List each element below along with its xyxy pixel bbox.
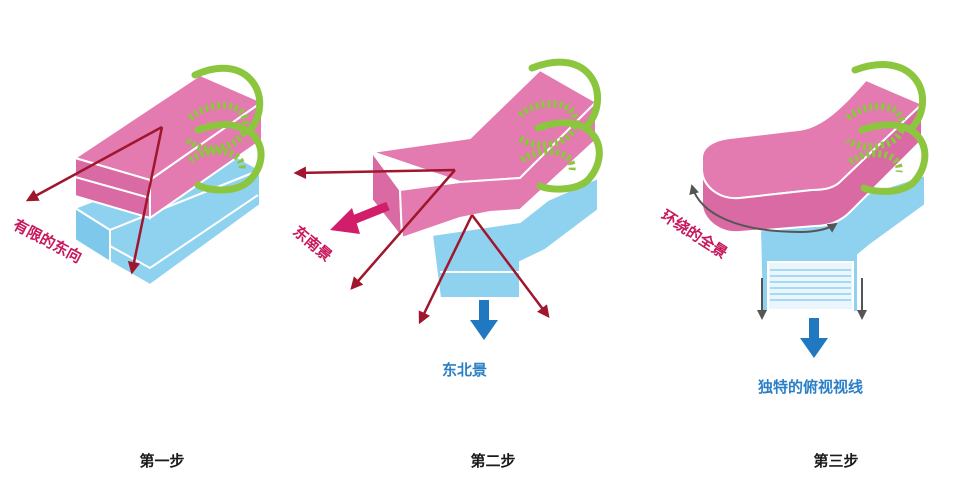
step-3-lower-block [758, 173, 926, 313]
step-1-label: 第一步 [139, 452, 184, 470]
step-1-rotation-arcs [185, 64, 265, 194]
step-2-annotation-northeast: 东北景 [442, 361, 487, 379]
step-3-overlook-arrow [800, 318, 828, 358]
step-2-diagram: 东南景 东北景 [289, 58, 603, 379]
step-1-annotation-east: 有限的东向 [10, 216, 85, 267]
step-3-rotation-arcs [845, 61, 929, 195]
step-2-northeast-arrow [470, 300, 498, 340]
step-1-diagram: 有限的东向 [10, 64, 265, 287]
step-1-view-arrows [25, 125, 164, 275]
step-2-view-arrows [293, 166, 550, 325]
step-3-annotation-overlook: 独特的俯视视线 [758, 378, 863, 396]
step-3-panorama-arrow [689, 184, 838, 234]
step-2-annotation-southeast: 东南景 [289, 222, 335, 265]
step-3-downward-arrows [757, 278, 867, 320]
step-1-upper-block [72, 73, 265, 220]
step-3-diagram: 环绕的全景 独特的俯视视线 [658, 61, 929, 396]
step-2-rotation-arcs [517, 58, 603, 193]
step-3-label: 第三步 [813, 452, 858, 470]
step-2-label: 第二步 [470, 452, 515, 470]
step-2-southeast-arrow [330, 201, 390, 234]
